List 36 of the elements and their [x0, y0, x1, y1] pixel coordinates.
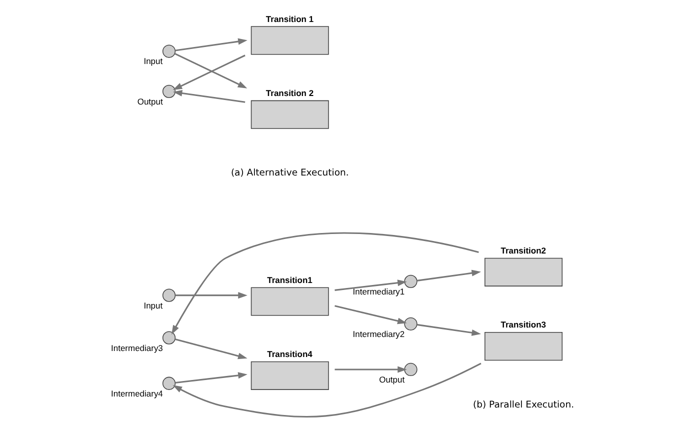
arrow	[175, 338, 248, 360]
node-circle	[404, 317, 418, 330]
node-label: Transition 2	[266, 88, 314, 98]
arrow	[334, 280, 407, 291]
arrow	[175, 372, 248, 384]
node-label: Transition 1	[266, 14, 314, 24]
arrow	[416, 270, 482, 282]
arrow	[172, 90, 246, 103]
arrow	[175, 38, 248, 52]
arrow	[416, 324, 482, 336]
arrow	[172, 362, 482, 418]
arrow	[175, 292, 248, 299]
node-label: Intermediary1	[352, 286, 405, 296]
node-circle	[162, 288, 176, 302]
node-label: Transition1	[267, 274, 312, 285]
arrow	[172, 232, 479, 335]
node-circle	[404, 362, 418, 376]
node-label: Transition4	[267, 348, 312, 359]
node-label: Intermediary4	[111, 388, 163, 398]
node-label: Input	[144, 56, 163, 66]
node-label: Input	[144, 300, 163, 310]
node-circle	[162, 44, 176, 58]
node-label: Output	[379, 374, 405, 384]
node-circle	[404, 274, 418, 288]
label: (a) Alternative Execution.	[230, 168, 349, 179]
arrow	[334, 305, 407, 324]
node-circle	[162, 376, 176, 390]
node-label: Intermediary3	[111, 342, 163, 353]
node-label: Intermediary2	[352, 328, 405, 339]
label: (b) Parallel Execution.	[473, 399, 574, 410]
node-label: Output	[137, 96, 163, 106]
arrow	[334, 366, 407, 373]
node-label: Transition3	[500, 320, 546, 330]
node-label: Transition2	[500, 245, 546, 256]
node-circle	[162, 331, 176, 344]
node-circle	[162, 84, 176, 98]
